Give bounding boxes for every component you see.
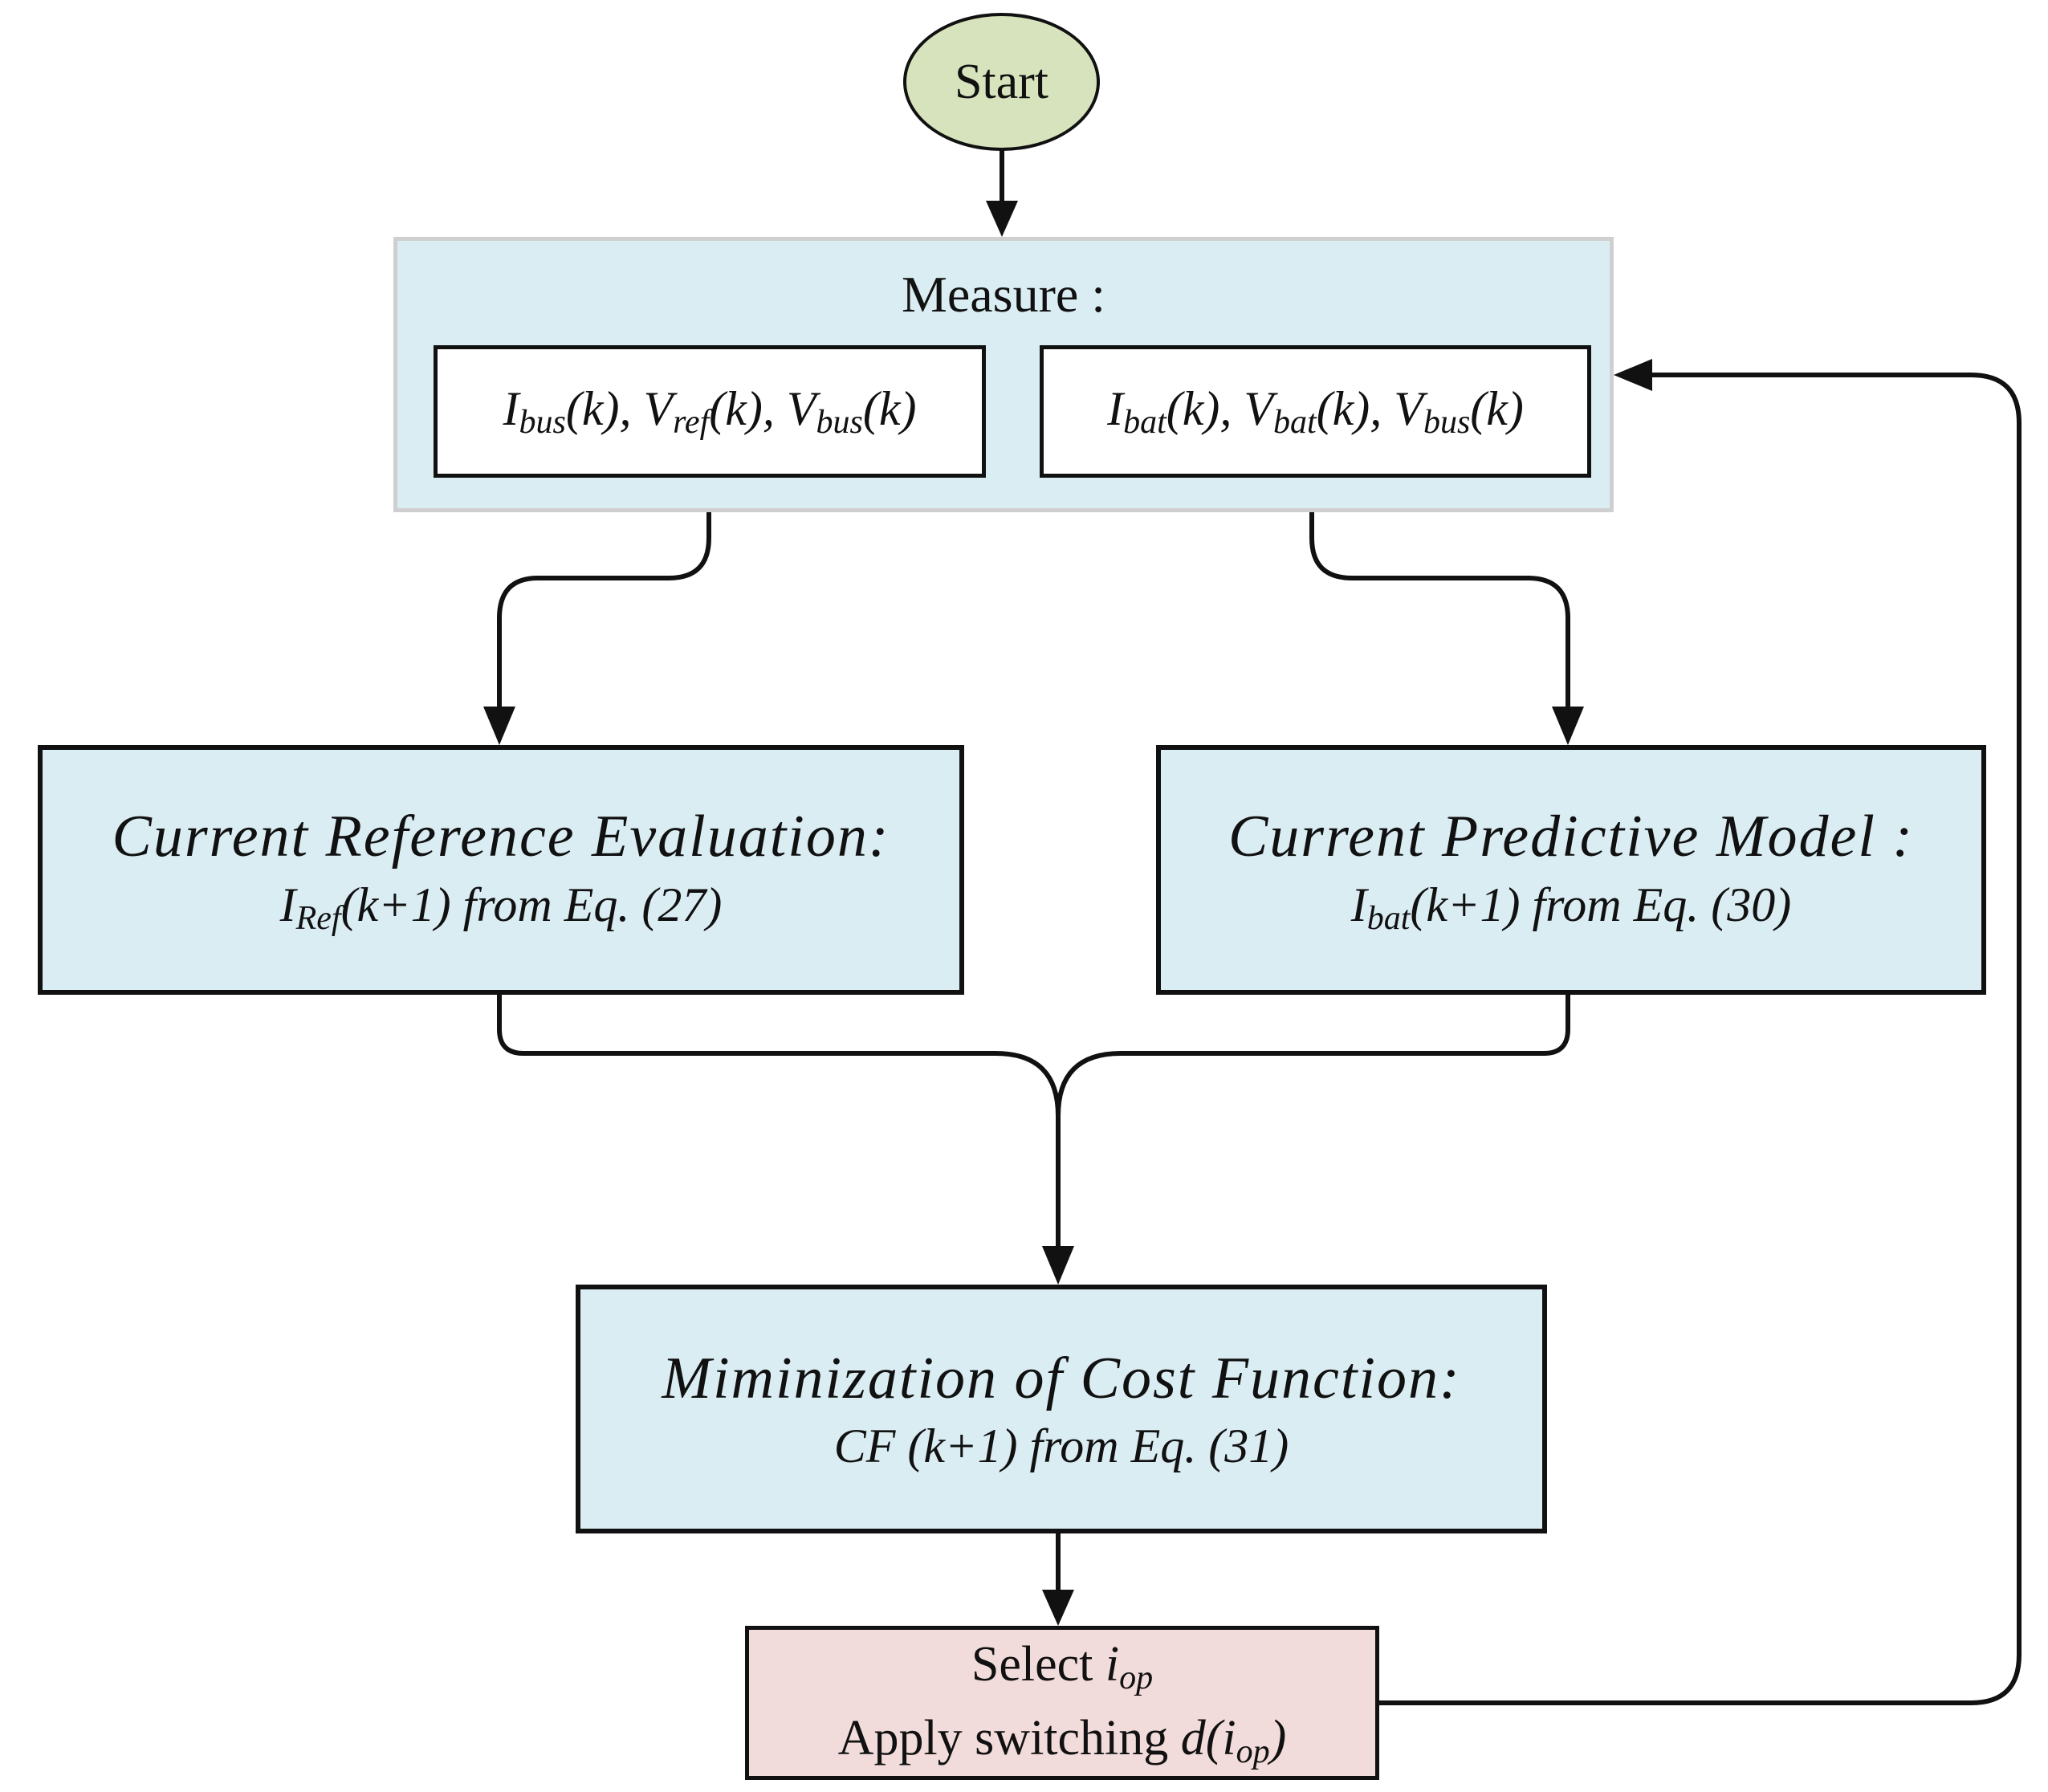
select-line: Select iop bbox=[971, 1637, 1154, 1697]
arrow-feedback-loop bbox=[1377, 373, 2022, 1705]
arrowhead-select bbox=[1042, 1590, 1074, 1626]
arrowhead-predictive bbox=[1552, 707, 1584, 745]
start-node: Start bbox=[903, 13, 1100, 151]
arrowhead-reference bbox=[483, 707, 515, 745]
arrowhead-cost bbox=[1042, 1246, 1074, 1285]
reference-evaluation-formula: IRef(k+1) from Eq. (27) bbox=[279, 878, 723, 937]
reference-evaluation-title: Current Reference Evaluation: bbox=[112, 803, 890, 870]
measure-var: Vref(k), bbox=[643, 382, 787, 441]
reference-evaluation-block: Current Reference Evaluation: IRef(k+1) … bbox=[38, 745, 964, 995]
predictive-model-title: Current Predictive Model : bbox=[1228, 803, 1915, 870]
measure-bus-variables: Ibus(k), Vref(k), Vbus(k) bbox=[434, 345, 986, 478]
arrowhead-feedback bbox=[1614, 359, 1652, 391]
predictive-model-block: Current Predictive Model : Ibat(k+1) fro… bbox=[1156, 745, 1986, 995]
cost-function-block: Miminization of Cost Function: CF (k+1) … bbox=[576, 1285, 1547, 1533]
measure-var: Ibat(k), bbox=[1107, 382, 1244, 441]
cost-function-formula: CF (k+1) from Eq. (31) bbox=[833, 1419, 1289, 1473]
measure-panel: Measure : Ibus(k), Vref(k), Vbus(k) Ibat… bbox=[393, 237, 1614, 512]
arrow-predictive-to-merge bbox=[1056, 992, 1570, 1118]
measure-var: Vbus(k) bbox=[786, 382, 917, 441]
measure-var: Vbat(k), bbox=[1244, 382, 1395, 441]
arrow-measure-right-to-predictive bbox=[1309, 471, 1570, 709]
start-label: Start bbox=[954, 54, 1049, 109]
arrow-reference-to-merge bbox=[497, 992, 1061, 1118]
arrowhead-measure bbox=[986, 201, 1018, 237]
measure-title: Measure : bbox=[901, 266, 1106, 323]
select-switching-block: Select iop Apply switching d(iop) bbox=[745, 1626, 1379, 1780]
measure-var: Ibus(k), bbox=[503, 382, 644, 441]
measure-var: Vbus(k) bbox=[1394, 382, 1524, 441]
arrow-measure-left-to-reference bbox=[497, 471, 711, 709]
cost-function-title: Miminization of Cost Function: bbox=[662, 1345, 1461, 1411]
predictive-model-formula: Ibat(k+1) from Eq. (30) bbox=[1350, 878, 1792, 937]
measure-battery-variables: Ibat(k), Vbat(k), Vbus(k) bbox=[1040, 345, 1591, 478]
apply-switching-line: Apply switching d(iop) bbox=[837, 1711, 1287, 1770]
